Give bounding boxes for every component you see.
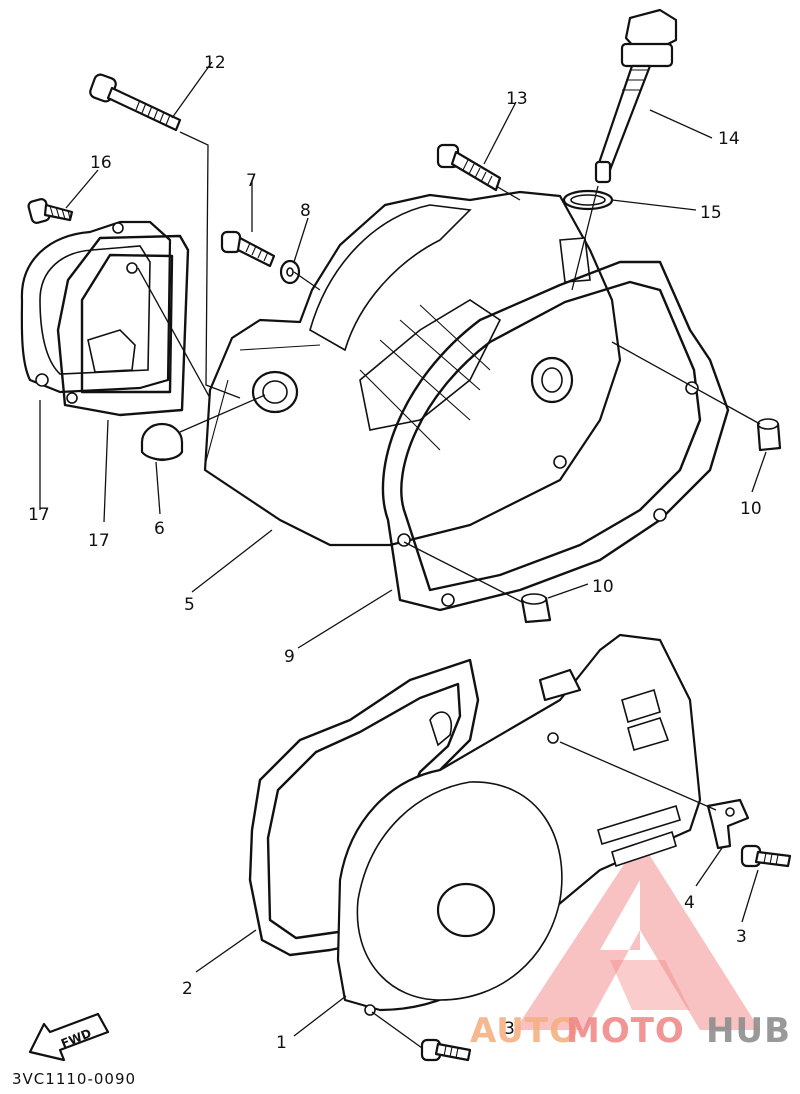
bracket-4 xyxy=(706,798,750,850)
callout-2: 2 xyxy=(182,979,193,999)
callout-4: 4 xyxy=(684,893,695,913)
callout-labels: 12 16 7 8 13 14 15 17 17 6 5 9 10 10 2 1… xyxy=(28,53,762,1053)
watermark-text: AUTO MOTO HUB xyxy=(470,1011,791,1051)
diagram-code: 3VC1110-0090 xyxy=(12,1070,136,1088)
dowel-pin-10-lower xyxy=(520,593,552,624)
bolt-16 xyxy=(27,198,74,224)
gasket-9 xyxy=(381,260,730,612)
watermark-hub: HUB xyxy=(706,1011,791,1051)
callout-15: 17 xyxy=(28,505,50,525)
callout-16: 16 xyxy=(90,153,112,173)
screw-3-right xyxy=(740,844,792,868)
screw-3-bottom xyxy=(420,1038,472,1062)
watermark-moto: MOTO xyxy=(566,1011,685,1051)
callout-12: 12 xyxy=(204,53,226,73)
fwd-direction-arrow: FWD xyxy=(28,1012,110,1062)
plug-6 xyxy=(140,422,184,462)
bolt-11 xyxy=(436,143,502,192)
dowel-pin-10-right xyxy=(756,418,782,452)
callout-13: 14 xyxy=(718,129,740,149)
callout-14: 15 xyxy=(700,203,722,223)
leader-lines xyxy=(39,61,767,1049)
callout-9: 9 xyxy=(284,647,295,667)
callout-1: 1 xyxy=(276,1033,287,1053)
callout-10-lower: 10 xyxy=(592,577,614,597)
watermark-inner-stroke xyxy=(610,960,690,1010)
washer-8 xyxy=(279,259,301,285)
callout-5: 5 xyxy=(184,595,195,615)
callout-8: 8 xyxy=(300,201,311,221)
watermark-logo xyxy=(515,840,760,1030)
callout-3-right: 3 xyxy=(736,927,747,947)
watermark-triangle-mark xyxy=(515,840,760,1030)
callout-3-bottom: 3 xyxy=(504,1019,515,1039)
callout-6: 6 xyxy=(154,519,165,539)
dipstick-13 xyxy=(594,8,678,184)
callout-11: 13 xyxy=(506,89,528,109)
o-ring-14 xyxy=(562,189,614,211)
bolt-12 xyxy=(89,73,182,132)
callout-17-label: 17 xyxy=(88,531,110,551)
bolt-7 xyxy=(220,230,276,268)
callout-10-right: 10 xyxy=(740,499,762,519)
crankcase-cover-5 xyxy=(203,190,622,547)
clutch-cover-1 xyxy=(336,633,702,1016)
gasket-17 xyxy=(56,234,190,417)
callout-7: 7 xyxy=(246,171,257,191)
watermark-auto: AUTO xyxy=(470,1011,579,1051)
